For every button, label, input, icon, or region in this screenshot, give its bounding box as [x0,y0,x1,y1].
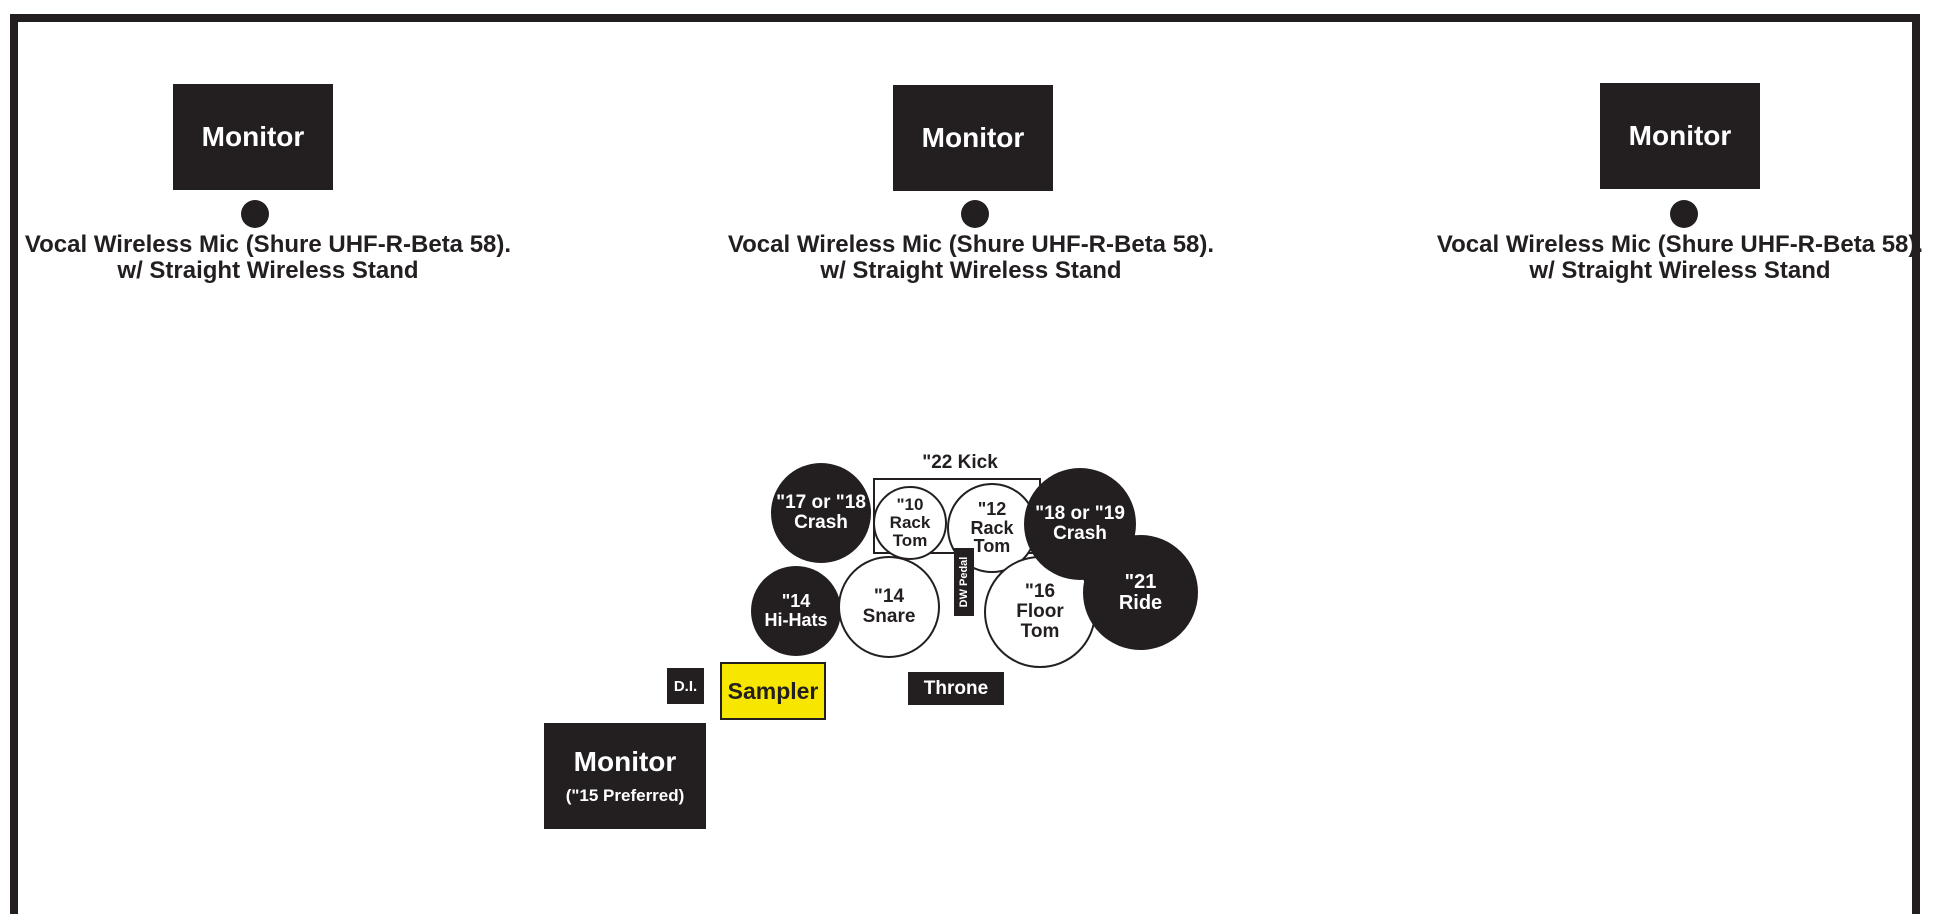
stage-plot: Monitor Vocal Wireless Mic (Shure UHF-R-… [8,14,1940,914]
vocal-mic-left-line1: Vocal Wireless Mic (Shure UHF-R-Beta 58)… [24,231,512,258]
hi-hats: "14 Hi-Hats [751,566,841,656]
vocal-mic-right-icon [1670,200,1698,228]
vocal-mic-left-icon [241,200,269,228]
rack-tom-10-type: Rack [889,513,931,533]
vocal-mic-left-caption: Vocal Wireless Mic (Shure UHF-R-Beta 58)… [8,232,528,284]
rack-tom-10-kind: Tom [892,530,928,550]
kick-label: "22 Kick [922,452,998,473]
drum-throne: Throne [908,672,1004,705]
crash-right-cymbal: "18 or "19 Crash [1024,468,1136,580]
monitor-center-label: Monitor [921,122,1025,153]
di-label: D.I. [673,677,698,695]
vocal-mic-left-line2: w/ Straight Wireless Stand [117,257,419,284]
floor-tom-kind: Tom [1020,620,1060,642]
sampler-unit: Sampler [720,662,826,720]
di-box: D.I. [667,668,704,704]
vocal-mic-right-caption: Vocal Wireless Mic (Shure UHF-R-Beta 58)… [1420,232,1940,284]
snare-size: "14 [873,586,905,608]
crash-left-type: Crash [794,512,848,533]
ride-size: "21 [1124,570,1157,593]
kick-pedal-label: DW Pedal [958,556,970,608]
vocal-mic-center-line2: w/ Straight Wireless Stand [820,257,1122,284]
stage-outline [10,14,1920,914]
vocal-mic-center-line1: Vocal Wireless Mic (Shure UHF-R-Beta 58)… [727,231,1215,258]
kick-pedal: DW Pedal [954,548,974,616]
crash-left-cymbal: "17 or "18 Crash [771,463,871,563]
rack-tom-12-size: "12 [977,498,1007,519]
monitor-drums: Monitor ("15 Preferred) [544,723,706,829]
vocal-mic-right-line2: w/ Straight Wireless Stand [1529,257,1831,284]
crash-right-type: Crash [1053,523,1107,544]
throne-label: Throne [923,677,989,699]
monitor-right: Monitor [1600,83,1760,189]
vocal-mic-center-icon [961,200,989,228]
monitor-right-label: Monitor [1628,120,1732,151]
monitor-drums-note: ("15 Preferred) [565,786,685,805]
ride-type: Ride [1118,591,1163,614]
vocal-mic-right-line1: Vocal Wireless Mic (Shure UHF-R-Beta 58)… [1436,231,1924,258]
floor-tom-size: "16 [1024,581,1056,603]
vocal-mic-center-caption: Vocal Wireless Mic (Shure UHF-R-Beta 58)… [711,232,1231,284]
rack-tom-12-kind: Tom [973,536,1011,557]
monitor-drums-label: Monitor [573,746,677,777]
snare-type: Snare [862,606,916,627]
crash-left-size: "17 or "18 [776,492,866,514]
monitor-center: Monitor [893,85,1053,191]
snare-drum: "14 Snare [838,556,940,658]
monitor-left-label: Monitor [201,121,305,152]
crash-right-size: "18 or "19 [1035,503,1125,525]
hi-hats-size: "14 [781,591,811,612]
hi-hats-type: Hi-Hats [764,610,828,630]
rack-tom-10-size: "10 [896,495,924,515]
floor-tom-type: Floor [1016,601,1064,623]
monitor-left: Monitor [173,84,333,190]
rack-tom-10: "10 Rack Tom [873,486,947,560]
sampler-label: Sampler [727,677,819,704]
rack-tom-12-type: Rack [970,517,1014,538]
